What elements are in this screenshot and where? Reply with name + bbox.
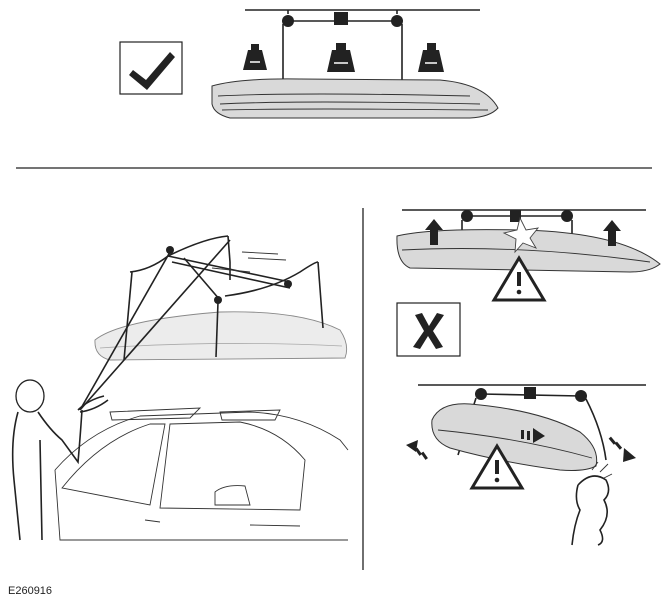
hoist-ropes: [79, 235, 324, 411]
lifting-frame: [166, 246, 292, 304]
checkmark-icon: [119, 41, 183, 95]
figure-code: E260916: [8, 585, 53, 597]
swing-left-arrow-icon: [406, 440, 428, 460]
warning-icon: [491, 255, 547, 302]
cross-icon: [396, 302, 461, 357]
person-figure: [11, 379, 109, 541]
panel-incorrect-lift: [396, 209, 661, 546]
warning-icon: [469, 443, 525, 490]
up-arrow-icon: [425, 219, 443, 245]
weight-icon: [327, 43, 355, 72]
person-figure: [571, 461, 613, 546]
swing-down-right-arrow-icon: [608, 436, 636, 462]
roof-box: [396, 229, 661, 273]
roof-box: [431, 403, 598, 471]
hoist-pulleys: [282, 10, 403, 27]
car-outline: [54, 407, 349, 541]
panel-hoist-rigging-overview: [11, 235, 349, 541]
panel-correct-lift: [119, 9, 499, 119]
weight-icon: [418, 43, 444, 72]
hoist-pulleys: [475, 387, 587, 402]
roof-box: [211, 78, 499, 119]
impact-star-icon: [502, 216, 540, 254]
weight-icon: [243, 44, 267, 70]
roof-box: [94, 311, 348, 361]
swing-right-arrow-icon: [521, 428, 545, 443]
up-arrow-icon: [603, 220, 621, 246]
motion-lines: [211, 251, 287, 273]
hoist-pulleys: [461, 210, 573, 222]
